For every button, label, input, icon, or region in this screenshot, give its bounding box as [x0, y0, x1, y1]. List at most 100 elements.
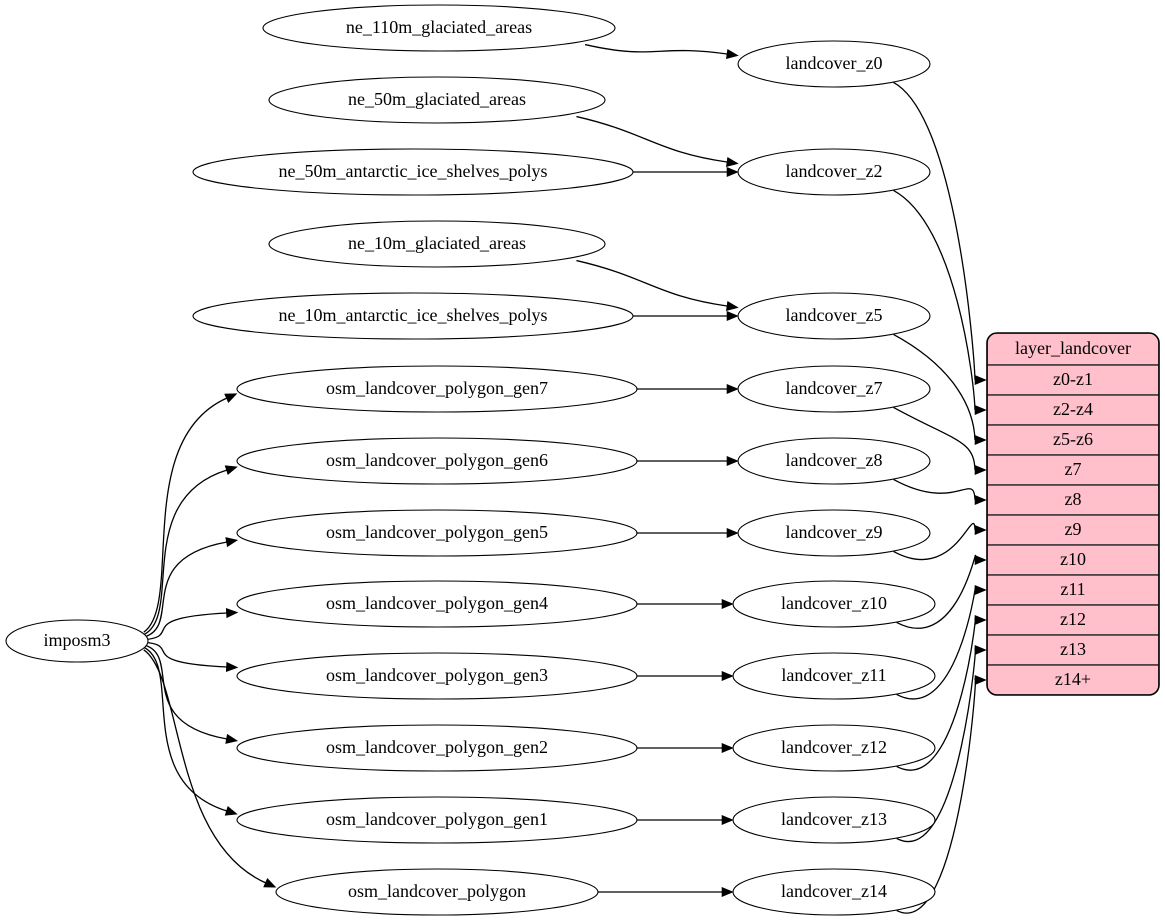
arrowhead-imposm3-to-osm-landcover-polygon-gen5 — [225, 537, 239, 548]
node-osm-landcover-polygon-gen7[interactable]: osm_landcover_polygon_gen7 — [236, 365, 638, 413]
node-label-landcover-z14: landcover_z14 — [781, 881, 887, 901]
node-osm-landcover-polygon-gen2[interactable]: osm_landcover_polygon_gen2 — [236, 724, 638, 772]
arrowhead-landcover-z10-to-z10 — [974, 554, 987, 566]
arrowhead-osm-landcover-polygon-gen6-to-landcover-z8 — [726, 455, 739, 467]
node-shape-osm-landcover-polygon-gen1 — [236, 796, 638, 844]
edge-landcover-z5-to-z5-z6 — [893, 333, 976, 441]
node-landcover-z5[interactable]: landcover_z5 — [737, 292, 931, 340]
node-landcover-z13[interactable]: landcover_z13 — [732, 796, 936, 844]
node-shape-landcover-z9 — [737, 509, 931, 557]
table-cell-z11[interactable] — [987, 574, 1159, 606]
table-cell-z10[interactable] — [987, 544, 1159, 576]
arrowhead-ne-50m-glaciated-areas-to-landcover-z2 — [725, 156, 739, 167]
node-landcover-z0[interactable]: landcover_z0 — [737, 40, 931, 88]
node-shape-landcover-z10 — [732, 580, 936, 628]
edge-imposm3-to-osm-landcover-polygon-gen5 — [143, 541, 228, 638]
node-label-osm-landcover-polygon-gen7: osm_landcover_polygon_gen7 — [326, 378, 548, 398]
table-label-z12: z12 — [1060, 609, 1086, 629]
node-label-ne-110m-glaciated-areas: ne_110m_glaciated_areas — [346, 17, 532, 37]
node-shape-ne-50m-glaciated-areas — [268, 76, 606, 124]
arrowhead-imposm3-to-osm-landcover-polygon-gen7 — [224, 393, 238, 403]
node-ne-10m-glaciated-areas[interactable]: ne_10m_glaciated_areas — [268, 220, 606, 268]
arrowhead-imposm3-to-osm-landcover-polygon-gen1 — [224, 805, 238, 816]
node-landcover-z14[interactable]: landcover_z14 — [732, 868, 936, 916]
node-label-landcover-z11: landcover_z11 — [781, 665, 886, 685]
arrowhead-osm-landcover-polygon-gen5-to-landcover-z9 — [726, 527, 739, 539]
node-landcover-z11[interactable]: landcover_z11 — [732, 652, 936, 700]
node-landcover-z9[interactable]: landcover_z9 — [737, 509, 931, 557]
table-label-z11: z11 — [1060, 579, 1085, 599]
arrowhead-ne-10m-antarctic-ice-shelves-polys-to-landcover-z5 — [726, 310, 739, 322]
node-landcover-z8[interactable]: landcover_z8 — [737, 437, 931, 485]
arrowhead-landcover-z11-to-z11 — [974, 584, 987, 596]
node-label-osm-landcover-polygon-gen6: osm_landcover_polygon_gen6 — [326, 450, 548, 470]
node-label-osm-landcover-polygon-gen2: osm_landcover_polygon_gen2 — [326, 737, 548, 757]
arrowhead-imposm3-to-osm-landcover-polygon-gen4 — [225, 607, 239, 619]
node-landcover-z12[interactable]: landcover_z12 — [732, 724, 936, 772]
table-cell-z13[interactable] — [987, 634, 1159, 666]
table-label-z5-z6: z5-z6 — [1053, 429, 1093, 449]
node-label-ne-50m-antarctic-ice-shelves-polys: ne_50m_antarctic_ice_shelves_polys — [279, 161, 548, 181]
node-label-landcover-z8: landcover_z8 — [786, 450, 883, 470]
node-label-osm-landcover-polygon-gen1: osm_landcover_polygon_gen1 — [326, 809, 548, 829]
node-osm-landcover-polygon[interactable]: osm_landcover_polygon — [275, 868, 599, 916]
arrowhead-osm-landcover-polygon-gen4-to-landcover-z10 — [721, 598, 734, 610]
node-ne-110m-glaciated-areas[interactable]: ne_110m_glaciated_areas — [262, 4, 616, 52]
node-label-osm-landcover-polygon-gen4: osm_landcover_polygon_gen4 — [326, 593, 548, 613]
node-label-ne-10m-glaciated-areas: ne_10m_glaciated_areas — [348, 233, 526, 253]
node-osm-landcover-polygon-gen4[interactable]: osm_landcover_polygon_gen4 — [236, 580, 638, 628]
table-label-z10: z10 — [1060, 549, 1086, 569]
arrowhead-landcover-z9-to-z9 — [974, 524, 987, 536]
node-shape-landcover-z2 — [737, 148, 931, 196]
node-osm-landcover-polygon-gen5[interactable]: osm_landcover_polygon_gen5 — [236, 509, 638, 557]
node-osm-landcover-polygon-gen6[interactable]: osm_landcover_polygon_gen6 — [236, 437, 638, 485]
node-shape-osm-landcover-polygon-gen2 — [236, 724, 638, 772]
table-cell-z5-z6[interactable] — [987, 424, 1159, 456]
arrowhead-imposm3-to-osm-landcover-polygon-gen2 — [225, 733, 239, 744]
node-ne-50m-glaciated-areas[interactable]: ne_50m_glaciated_areas — [268, 76, 606, 124]
node-label-ne-10m-antarctic-ice-shelves-polys: ne_10m_antarctic_ice_shelves_polys — [279, 305, 548, 325]
arrowhead-osm-landcover-polygon-to-landcover-z14 — [721, 886, 734, 898]
table-label-z9: z9 — [1065, 519, 1082, 539]
node-shape-ne-50m-antarctic-ice-shelves-polys — [192, 148, 634, 196]
table-cell-z14[interactable] — [987, 664, 1159, 695]
arrowhead-imposm3-to-osm-landcover-polygon-gen3 — [225, 661, 239, 673]
arrowhead-ne-50m-antarctic-ice-shelves-polys-to-landcover-z2 — [726, 166, 739, 178]
node-landcover-z7[interactable]: landcover_z7 — [737, 365, 931, 413]
table-cell-z12[interactable] — [987, 604, 1159, 636]
table-cell-z9[interactable] — [987, 514, 1159, 546]
node-shape-osm-landcover-polygon — [275, 868, 599, 916]
arrowhead-landcover-z14-to-z14 — [974, 674, 987, 686]
node-osm-landcover-polygon-gen3[interactable]: osm_landcover_polygon_gen3 — [236, 652, 638, 700]
table-cell-z0-z1[interactable] — [987, 364, 1159, 396]
table-cell-z7[interactable] — [987, 454, 1159, 486]
node-landcover-z10[interactable]: landcover_z10 — [732, 580, 936, 628]
node-shape-osm-landcover-polygon-gen4 — [236, 580, 638, 628]
arrowhead-osm-landcover-polygon-gen2-to-landcover-z12 — [721, 742, 734, 754]
node-shape-landcover-z12 — [732, 724, 936, 772]
edge-ne-50m-glaciated-areas-to-landcover-z2 — [576, 115, 728, 163]
arrowhead-landcover-z12-to-z12 — [974, 614, 987, 626]
edge-ne-110m-glaciated-areas-to-landcover-z0 — [584, 43, 728, 55]
node-label-osm-landcover-polygon-gen3: osm_landcover_polygon_gen3 — [326, 665, 548, 685]
edge-landcover-z7-to-z7 — [893, 406, 976, 471]
node-ne-10m-antarctic-ice-shelves-polys[interactable]: ne_10m_antarctic_ice_shelves_polys — [192, 292, 634, 340]
table-label-header: layer_landcover — [1015, 338, 1131, 358]
edge-landcover-z2-to-z2-z4 — [893, 189, 976, 411]
node-imposm3[interactable]: imposm3 — [5, 619, 149, 663]
layer-landcover-table: layer_landcoverz0-z1z2-z4z5-z6z7z8z9z10z… — [986, 332, 1160, 696]
node-label-ne-50m-glaciated-areas: ne_50m_glaciated_areas — [348, 89, 526, 109]
node-shape-osm-landcover-polygon-gen5 — [236, 509, 638, 557]
node-shape-landcover-z5 — [737, 292, 931, 340]
node-landcover-z2[interactable]: landcover_z2 — [737, 148, 931, 196]
node-shape-landcover-z13 — [732, 796, 936, 844]
arrowhead-ne-10m-glaciated-areas-to-landcover-z5 — [725, 300, 739, 311]
arrowhead-landcover-z5-to-z5-z6 — [974, 434, 987, 446]
edge-imposm3-to-osm-landcover-polygon-gen2 — [143, 644, 228, 740]
edge-imposm3-to-osm-landcover-polygon-gen4 — [143, 612, 228, 641]
node-ne-50m-antarctic-ice-shelves-polys[interactable]: ne_50m_antarctic_ice_shelves_polys — [192, 148, 634, 196]
node-osm-landcover-polygon-gen1[interactable]: osm_landcover_polygon_gen1 — [236, 796, 638, 844]
node-shape-landcover-z7 — [737, 365, 931, 413]
